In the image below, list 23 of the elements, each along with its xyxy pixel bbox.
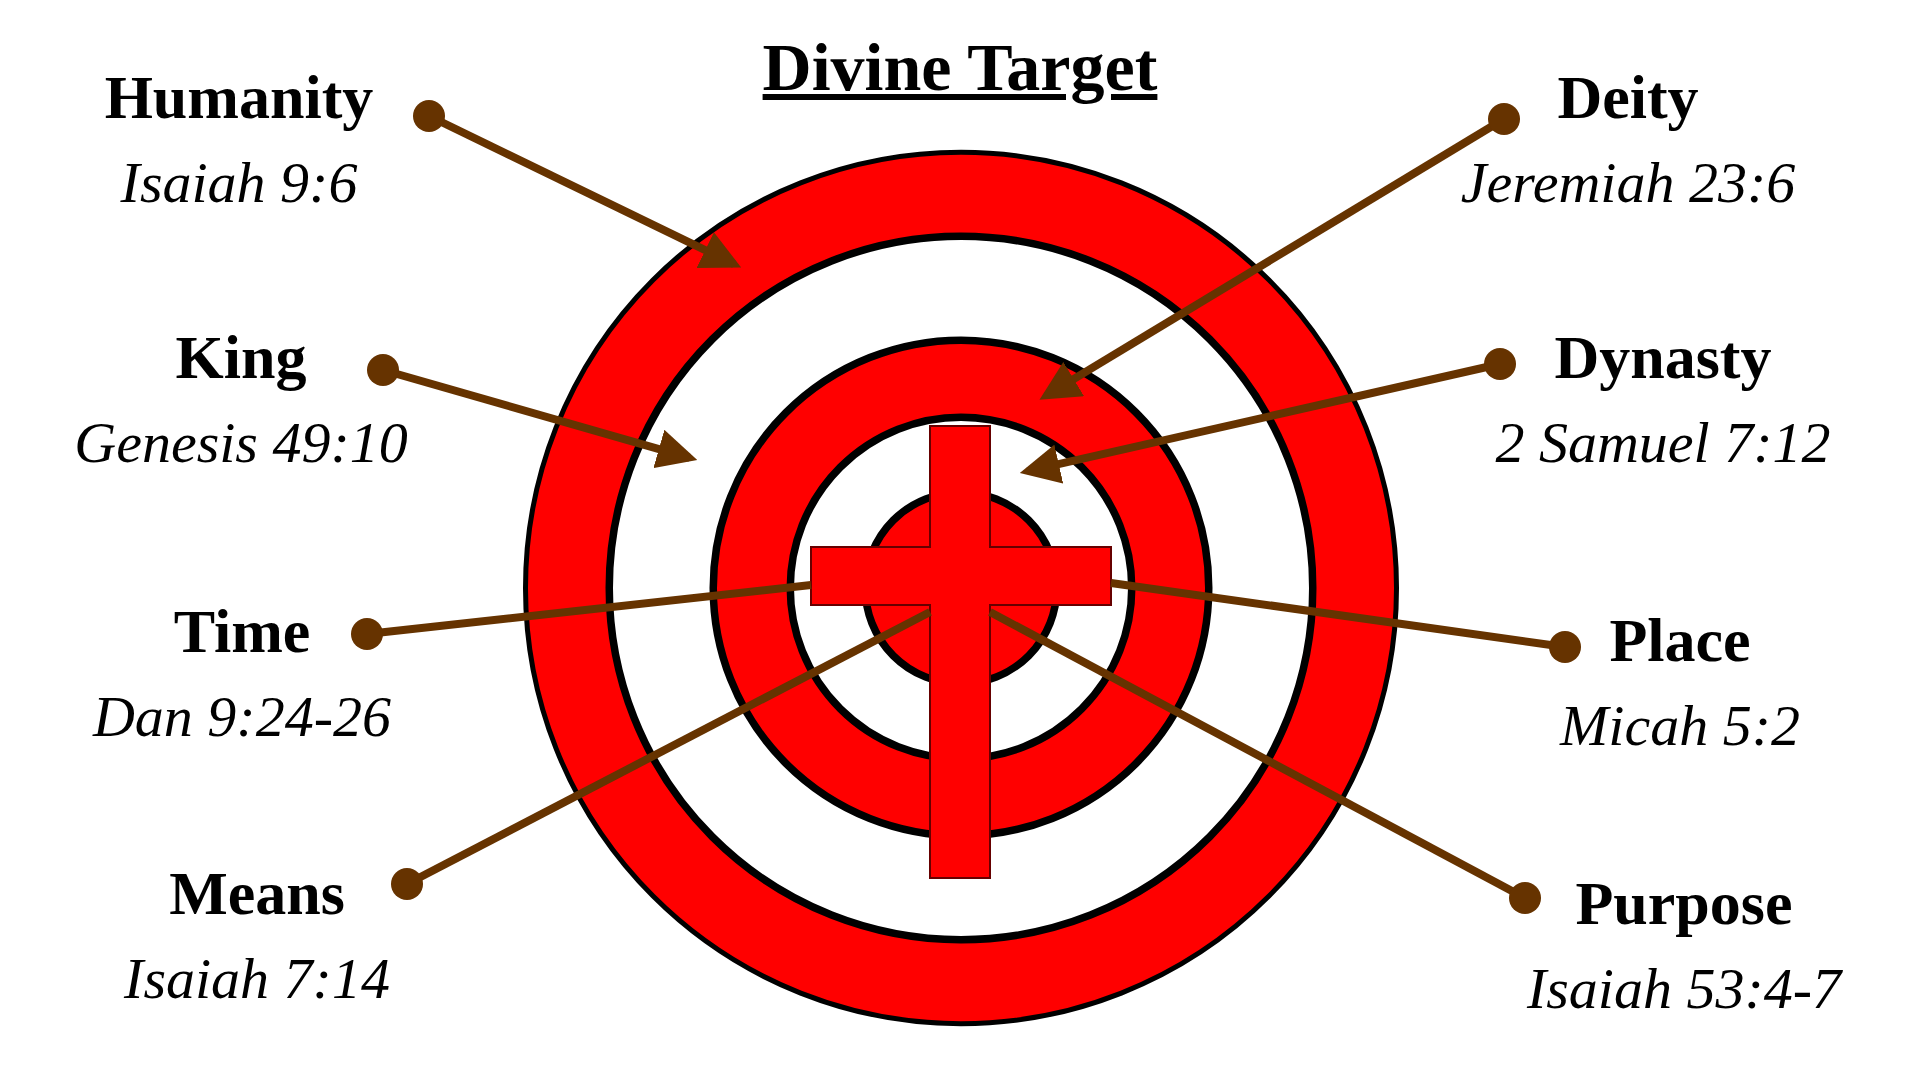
leader-line bbox=[1019, 348, 1516, 484]
label-heading: Place bbox=[1609, 605, 1751, 675]
label-heading: Means bbox=[169, 858, 345, 928]
scripture-reference: Jeremiah 23:6 bbox=[1460, 149, 1796, 217]
label-heading: Purpose bbox=[1575, 868, 1793, 938]
scripture-reference: Isaiah 7:14 bbox=[124, 945, 390, 1013]
label-heading: King bbox=[175, 322, 307, 392]
label-heading: Time bbox=[173, 596, 311, 666]
leader-line bbox=[351, 581, 812, 650]
leader-line bbox=[367, 354, 698, 469]
scripture-reference: 2 Samuel 7:12 bbox=[1495, 409, 1831, 477]
scripture-reference: Isaiah 53:4-7 bbox=[1526, 955, 1842, 1023]
title: Divine Target bbox=[762, 29, 1158, 105]
scripture-reference: Isaiah 9:6 bbox=[120, 149, 358, 217]
leader-line bbox=[1039, 103, 1520, 400]
scripture-reference: Dan 9:24-26 bbox=[93, 683, 391, 751]
scripture-reference: Micah 5:2 bbox=[1560, 692, 1800, 760]
label-heading: Dynasty bbox=[1554, 322, 1772, 392]
label-heading: Humanity bbox=[104, 62, 374, 132]
leader-line bbox=[413, 100, 742, 269]
scripture-reference: Genesis 49:10 bbox=[74, 409, 408, 477]
leader-line bbox=[1110, 579, 1581, 663]
label-heading: Deity bbox=[1557, 62, 1699, 132]
